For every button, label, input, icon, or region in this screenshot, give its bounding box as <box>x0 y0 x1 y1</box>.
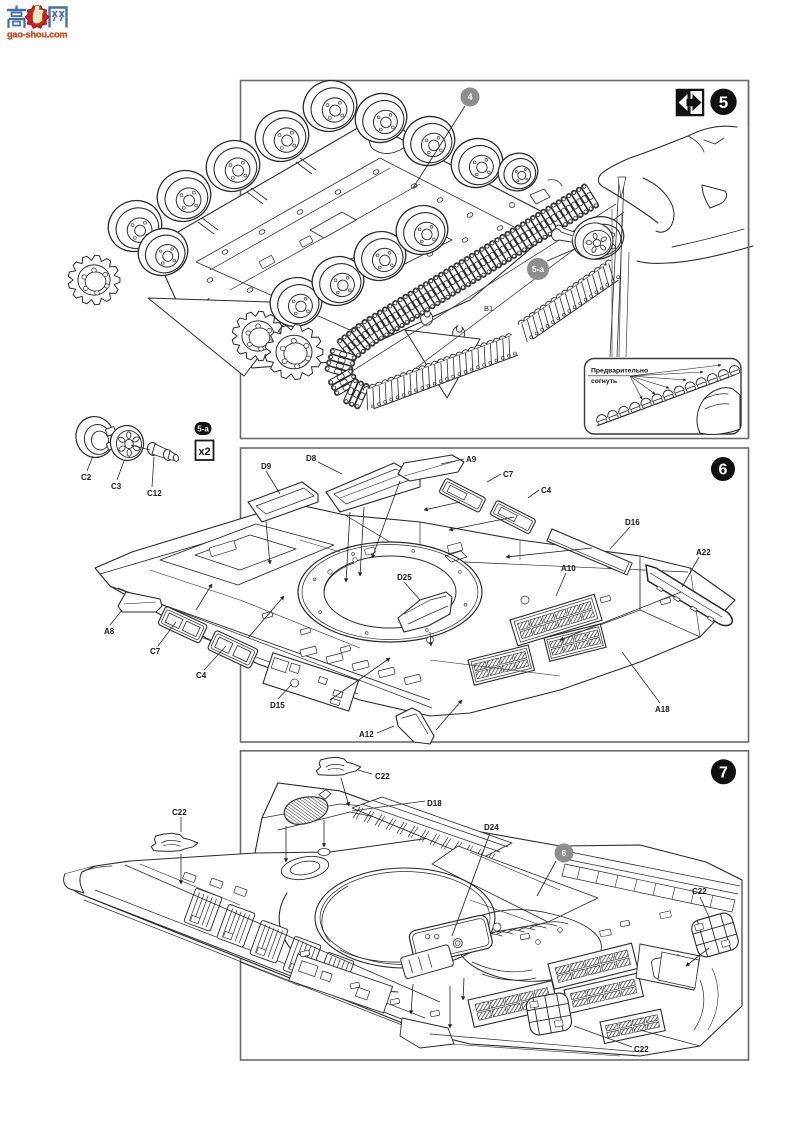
svg-text:C22: C22 <box>375 772 390 781</box>
svg-text:A18: A18 <box>655 705 670 714</box>
svg-text:C4: C4 <box>541 486 552 495</box>
svg-text:C7: C7 <box>503 470 514 479</box>
svg-text:C22: C22 <box>692 887 707 896</box>
svg-text:6: 6 <box>562 848 567 858</box>
svg-text:A10: A10 <box>561 564 576 573</box>
svg-text:D16: D16 <box>625 518 640 527</box>
svg-text:C4: C4 <box>196 671 207 680</box>
svg-text:C22: C22 <box>172 808 187 817</box>
svg-text:D24: D24 <box>484 823 499 832</box>
svg-text:C7: C7 <box>150 647 161 656</box>
svg-text:Предварительно: Предварительно <box>591 368 648 375</box>
svg-text:C3: C3 <box>111 482 122 491</box>
svg-text:4: 4 <box>467 92 472 102</box>
svg-text:D9: D9 <box>261 462 272 471</box>
svg-text:A22: A22 <box>696 548 711 557</box>
svg-text:A8: A8 <box>104 627 115 636</box>
svg-text:D8: D8 <box>306 454 317 463</box>
svg-text:C22: C22 <box>634 1045 649 1054</box>
svg-text:7: 7 <box>719 764 728 781</box>
svg-text:C2: C2 <box>81 473 92 482</box>
svg-text:gao-shou.com: gao-shou.com <box>7 30 67 40</box>
svg-text:B1: B1 <box>484 304 493 313</box>
svg-text:A12: A12 <box>359 730 374 739</box>
svg-text:C12: C12 <box>147 489 162 498</box>
svg-text:D25: D25 <box>397 573 412 582</box>
svg-text:согнуть: согнуть <box>591 378 617 385</box>
svg-text:D15: D15 <box>270 701 285 710</box>
svg-text:x2: x2 <box>198 446 210 458</box>
svg-text:6: 6 <box>719 462 728 479</box>
svg-text:A9: A9 <box>466 455 477 464</box>
svg-text:5-a: 5-a <box>532 264 545 274</box>
svg-text:D18: D18 <box>427 799 442 808</box>
svg-text:5: 5 <box>719 93 728 112</box>
svg-text:5-a: 5-a <box>197 425 209 434</box>
